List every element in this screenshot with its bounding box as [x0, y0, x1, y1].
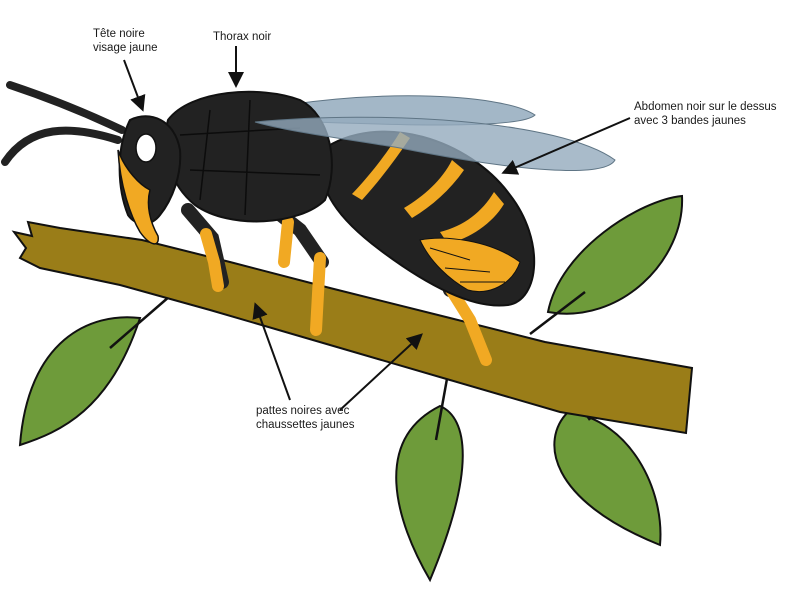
label-legs: pattes noires avec chaussettes jaunes: [256, 404, 354, 432]
label-abdomen-line1: Abdomen noir sur le dessus: [634, 101, 777, 113]
abdomen: [319, 130, 536, 307]
thorax: [164, 90, 333, 223]
label-head-line1: Tête noire: [93, 28, 145, 40]
label-thorax: Thorax noir: [213, 30, 271, 44]
label-legs-line1: pattes noires avec: [256, 405, 350, 417]
arrow-head-label: [123, 59, 146, 112]
leaf-bottom-center: [395, 361, 464, 583]
label-abdomen: Abdomen noir sur le dessus avec 3 bandes…: [634, 100, 777, 128]
arrow-legs-right: [339, 333, 423, 411]
label-head: Tête noire visage jaune: [93, 27, 158, 55]
arrow-abdomen-label: [501, 117, 631, 175]
wing-front: [254, 116, 616, 171]
antennae: [1, 81, 126, 166]
label-abdomen-line2: avec 3 bandes jaunes: [634, 115, 746, 127]
arrow-legs-left: [252, 302, 291, 401]
leaf-top-right: [529, 194, 684, 335]
label-head-line2: visage jaune: [93, 42, 158, 54]
label-legs-line2: chaussettes jaunes: [256, 419, 355, 431]
head: [117, 115, 182, 245]
arrows: [123, 46, 631, 411]
label-thorax-line1: Thorax noir: [213, 31, 272, 43]
leaf-left: [18, 295, 171, 447]
branch: [11, 220, 694, 435]
